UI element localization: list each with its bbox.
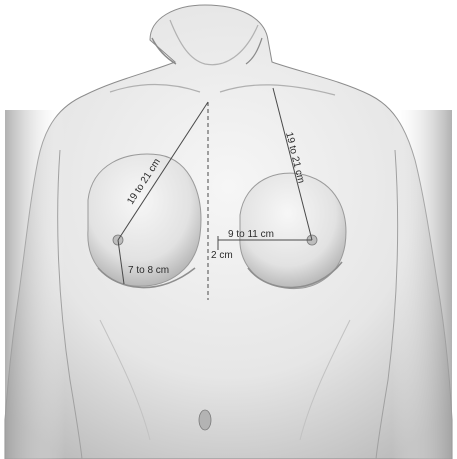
midline-offset-label: 2 cm [211,250,233,261]
navel [199,410,211,430]
left-arm-shade [5,110,65,459]
right-arm-shade [392,110,452,459]
nipple-fold-label: 7 to 8 cm [128,265,169,276]
nipple-midline-label: 9 to 11 cm [228,229,274,240]
